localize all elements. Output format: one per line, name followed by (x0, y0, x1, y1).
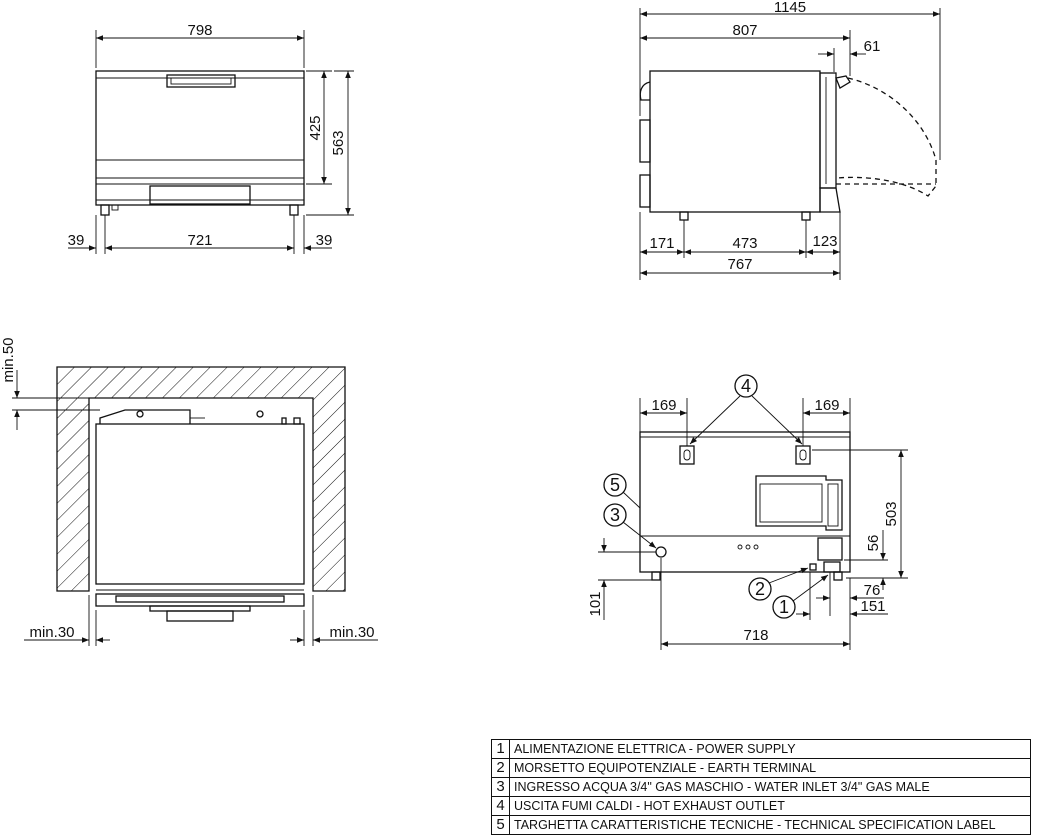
legend-text: INGRESSO ACQUA 3/4" GAS MASCHIO - WATER … (509, 777, 1031, 797)
legend-text: MORSETTO EQUIPOTENZIALE - EARTH TERMINAL (509, 758, 1031, 778)
svg-text:3: 3 (610, 505, 620, 525)
rear-view: 4 5 3 2 1 169 169 503 (587, 374, 908, 650)
wall-hatching (56, 366, 346, 592)
dim-exhaust-right: 169 (814, 397, 839, 414)
dim-side-foot-front: 123 (812, 233, 837, 250)
dim-side-depth-base: 767 (727, 256, 752, 273)
door-swing-arc (837, 77, 937, 197)
plan-view: min.50 min.30 min.30 (0, 337, 378, 646)
water-inlet (655, 546, 667, 558)
dim-clearance-top: min.50 (0, 337, 17, 382)
front-control-panel (149, 185, 251, 205)
svg-text:2: 2 (755, 579, 765, 599)
dim-front-width: 798 (187, 22, 212, 39)
dim-rear-exhaust-height: 503 (883, 501, 900, 526)
dim-exhaust-left: 169 (651, 397, 676, 414)
legend-number: 1 (491, 739, 510, 759)
dim-front-feet-span: 721 (187, 232, 212, 249)
dim-side-total-length: 1145 (774, 0, 806, 16)
dim-front-feet-right: 39 (316, 232, 333, 249)
side-body (649, 70, 821, 213)
side-foot-front (801, 211, 811, 221)
exhaust-outlet-right (795, 445, 811, 465)
legend-number: 5 (491, 815, 510, 835)
dim-rear-power-offset-1: 76 (864, 582, 881, 599)
svg-text:5: 5 (610, 475, 620, 495)
side-view: 1145 807 61 171 473 123 767 (639, 0, 941, 280)
dim-clearance-right: min.30 (329, 624, 374, 641)
dim-clearance-left: min.30 (29, 624, 74, 641)
dim-side-rear-foot: 171 (649, 235, 674, 252)
front-body (95, 70, 305, 206)
callout-5 (603, 473, 627, 497)
dim-front-height-upper: 425 (307, 115, 324, 140)
exhaust-outlet-left (679, 445, 695, 465)
rear-fan-housing (755, 475, 843, 531)
side-foot-rear (679, 211, 689, 221)
earth-terminal (809, 563, 817, 571)
dim-rear-water-height: 101 (587, 591, 604, 616)
front-foot-left (100, 204, 110, 216)
rear-body (639, 431, 851, 573)
dim-rear-power-height: 56 (865, 535, 882, 552)
callout-2 (748, 577, 772, 601)
dim-side-depth-body: 807 (732, 22, 757, 39)
dim-front-height-total: 563 (330, 130, 347, 155)
dim-rear-water-to-power: 718 (743, 627, 768, 644)
plan-body (95, 423, 305, 585)
front-view: 798 425 563 39 721 39 (68, 22, 354, 254)
side-door (819, 72, 837, 189)
svg-text:4: 4 (741, 376, 751, 396)
front-handle (166, 74, 236, 88)
callout-3 (603, 503, 627, 527)
front-foot-right (289, 204, 299, 216)
legend-text: ALIMENTAZIONE ELETTRICA - POWER SUPPLY (509, 739, 1031, 759)
dim-rear-power-offset-2: 151 (860, 598, 885, 615)
dim-front-feet-left: 39 (68, 232, 85, 249)
legend-number: 2 (491, 758, 510, 778)
legend-number: 3 (491, 777, 510, 797)
svg-text:1: 1 (779, 597, 789, 617)
callout-1 (772, 595, 796, 619)
plan-handle (166, 610, 234, 622)
legend-number: 4 (491, 796, 510, 816)
dim-side-foot-span: 473 (732, 235, 757, 252)
callout-4 (734, 374, 758, 398)
legend-text: USCITA FUMI CALDI - HOT EXHAUST OUTLET (509, 796, 1031, 816)
power-supply-box (817, 537, 843, 561)
dim-side-handle: 61 (864, 38, 881, 55)
legend-text: TARGHETTA CARATTERISTICHE TECNICHE - TEC… (509, 815, 1031, 835)
